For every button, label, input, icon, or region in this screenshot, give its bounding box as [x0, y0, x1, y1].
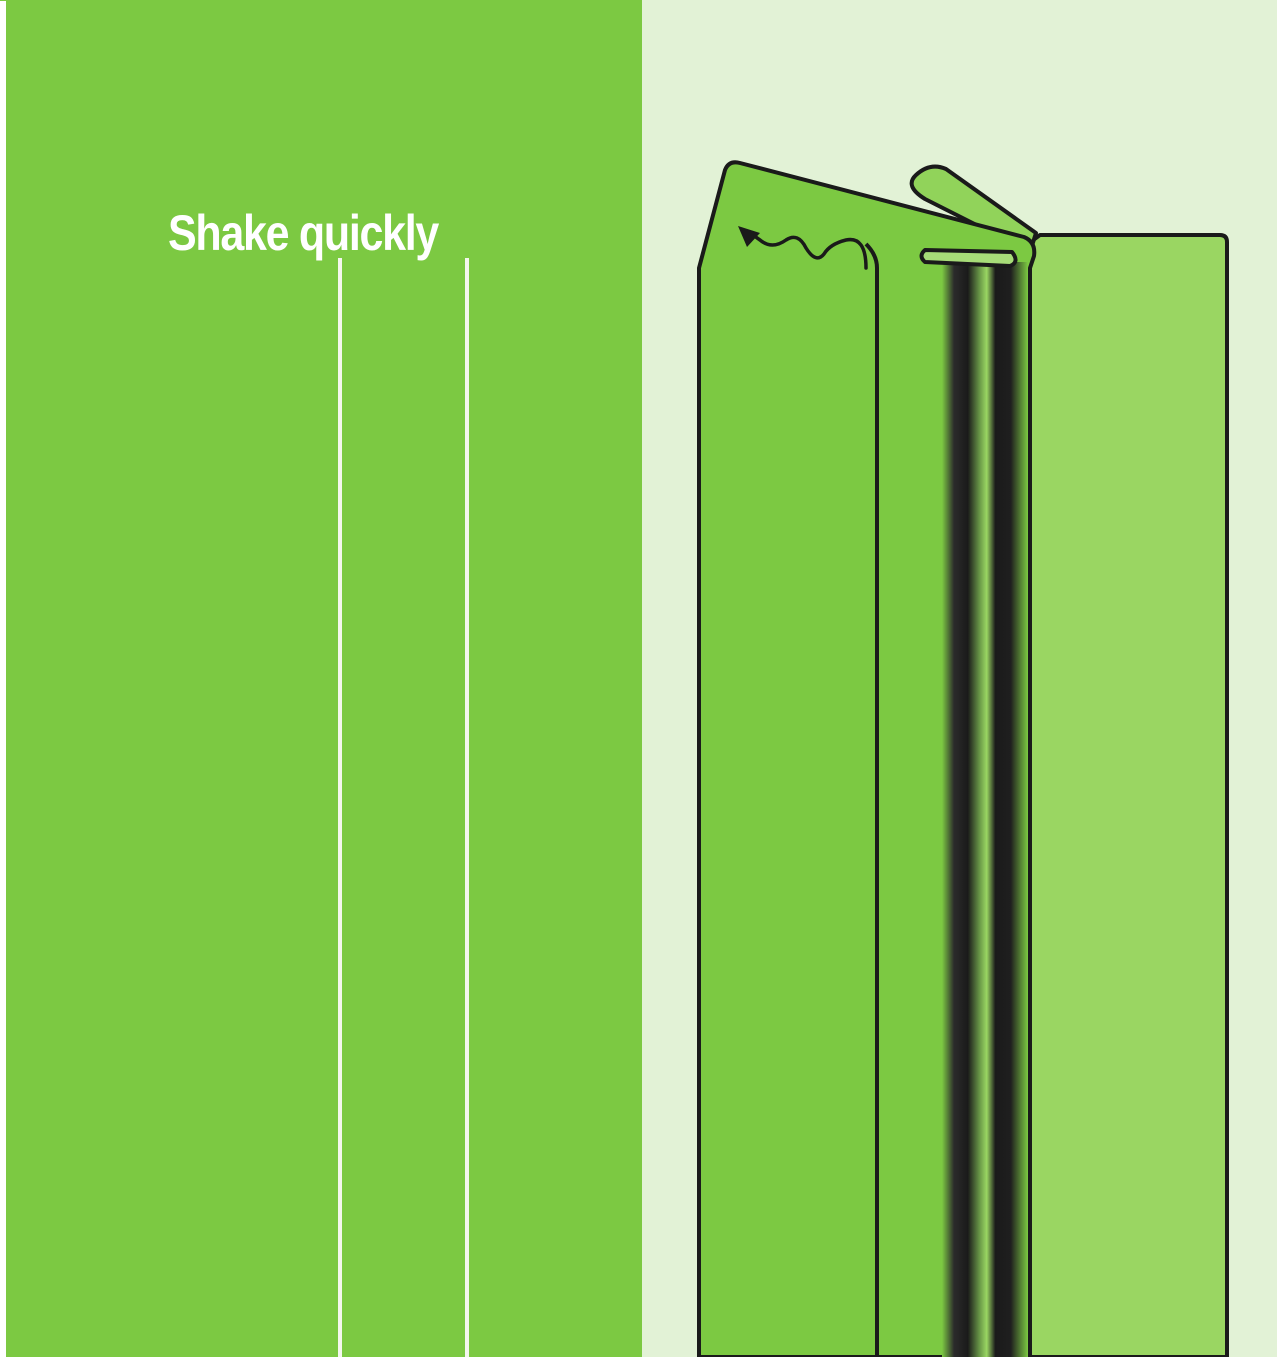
packet-front-panel: [699, 162, 1034, 1357]
packet-back-panel: [1025, 235, 1227, 1357]
